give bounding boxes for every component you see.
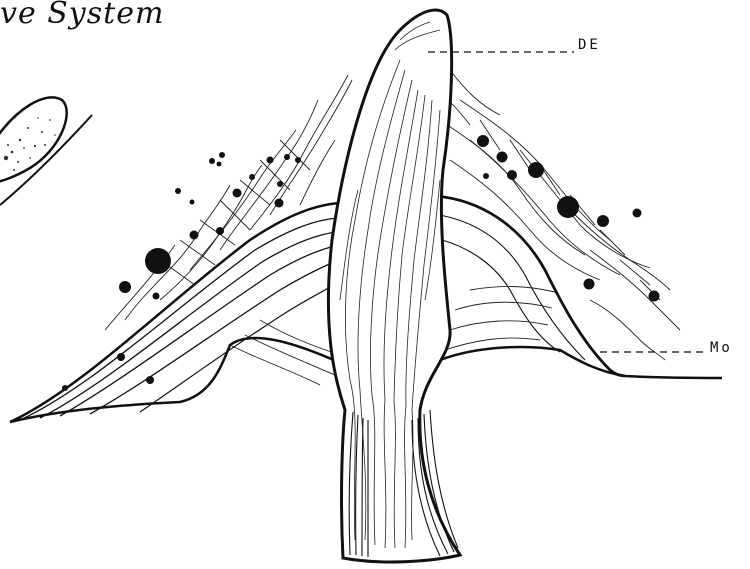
left-sheath <box>10 203 340 422</box>
right-sheath <box>436 196 625 376</box>
figure-title: ve System <box>0 0 164 31</box>
label-de: DE <box>578 37 601 53</box>
oval-structure <box>0 97 92 205</box>
oval-stipple <box>4 117 56 171</box>
label-mo: Mo <box>710 340 733 356</box>
